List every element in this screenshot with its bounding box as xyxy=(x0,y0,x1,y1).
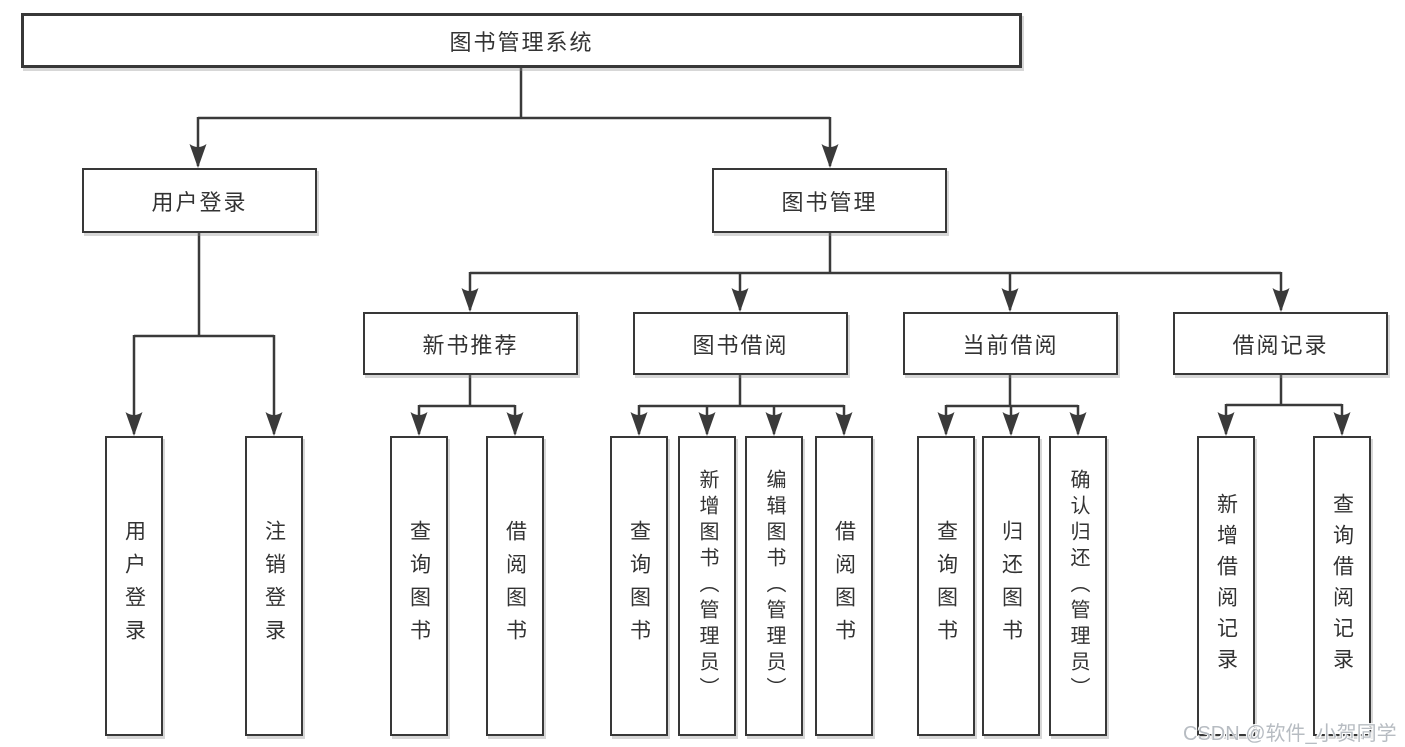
leaf-return-book: 归还图书 xyxy=(982,436,1040,736)
leaf-add-book-admin: 新增图书（管理员） xyxy=(678,436,736,736)
node-label: 查询借阅记录 xyxy=(1330,493,1354,679)
leaf-query-book-current: 查询图书 xyxy=(917,436,975,736)
node-label: 新书推荐 xyxy=(422,332,519,358)
node-label: 借阅图书 xyxy=(503,520,527,652)
node-label: 查询图书 xyxy=(627,520,651,652)
leaf-query-book-borrowing: 查询图书 xyxy=(610,436,668,736)
node-label: 查询图书 xyxy=(407,520,431,652)
leaf-query-book-recommend: 查询图书 xyxy=(390,436,448,736)
node-label: 当前借阅 xyxy=(962,332,1059,358)
leaf-logout: 注销登录 xyxy=(245,436,303,736)
leaf-borrow-book: 借阅图书 xyxy=(815,436,873,736)
node-label: 查询图书 xyxy=(934,520,958,652)
node-book-management: 图书管理 xyxy=(712,168,947,233)
node-label: 图书借阅 xyxy=(692,332,789,358)
arrowhead-icons xyxy=(125,144,1351,436)
node-root-system: 图书管理系统 xyxy=(21,13,1022,68)
node-book-borrowing: 图书借阅 xyxy=(633,312,848,375)
node-label: 新增借阅记录 xyxy=(1214,493,1238,679)
node-user-login: 用户登录 xyxy=(82,168,317,233)
node-current-borrowing: 当前借阅 xyxy=(903,312,1118,375)
leaf-edit-book-admin: 编辑图书（管理员） xyxy=(745,436,803,736)
node-label: 注销登录 xyxy=(262,520,286,652)
node-label: 借阅图书 xyxy=(832,520,856,652)
node-label: 确认归还（管理员） xyxy=(1067,469,1089,703)
node-borrowing-records: 借阅记录 xyxy=(1173,312,1388,375)
leaf-borrow-book-recommend: 借阅图书 xyxy=(486,436,544,736)
connector-line-group xyxy=(132,68,1344,434)
csdn-watermark: CSDN @软件_小贺同学 xyxy=(1183,723,1397,745)
node-label: 图书管理系统 xyxy=(449,29,594,55)
leaf-user-login: 用户登录 xyxy=(105,436,163,736)
node-label: 图书管理 xyxy=(781,189,878,215)
leaf-add-borrow-record: 新增借阅记录 xyxy=(1197,436,1255,736)
node-label: 用户登录 xyxy=(122,520,146,652)
node-label: 用户登录 xyxy=(151,189,248,215)
leaf-query-borrow-record: 查询借阅记录 xyxy=(1313,436,1371,736)
leaf-confirm-return-admin: 确认归还（管理员） xyxy=(1049,436,1107,736)
node-label: 借阅记录 xyxy=(1232,332,1329,358)
node-label: 编辑图书（管理员） xyxy=(763,469,785,703)
node-new-book-recommend: 新书推荐 xyxy=(363,312,578,375)
node-label: 归还图书 xyxy=(999,520,1023,652)
node-label: 新增图书（管理员） xyxy=(696,469,718,703)
